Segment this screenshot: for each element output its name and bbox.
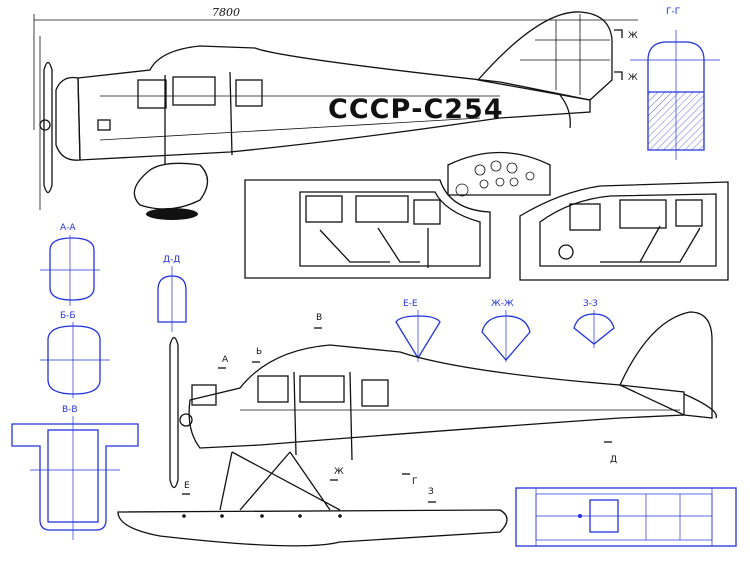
section-v-v: В-В [11, 405, 139, 540]
svg-text:Д-Д: Д-Д [163, 255, 180, 265]
section-d-d: Д-Д [157, 255, 187, 332]
svg-text:Е-Е: Е-Е [403, 299, 418, 309]
seat [319, 229, 390, 263]
hatch [97, 119, 111, 131]
section-zh-zh: Ж-Ж [481, 299, 531, 362]
section-z-z: З-З [573, 299, 615, 348]
propeller-hub [179, 413, 193, 427]
propeller-blade [43, 61, 53, 194]
svg-text:З-З: З-З [583, 299, 598, 309]
seat [600, 225, 661, 263]
svg-text:Ь: Ь [256, 347, 262, 357]
seaplane-side-view [117, 311, 718, 547]
wheel-fairing [133, 162, 209, 210]
svg-text:Ж: Ж [334, 467, 344, 477]
svg-text:Ж: Ж [628, 31, 638, 41]
seat [377, 227, 420, 263]
section-e-e: Е-Е [395, 299, 441, 362]
svg-text:А-А: А-А [60, 223, 76, 233]
overall-length-dimension: 7800 [33, 6, 638, 210]
svg-text:Ж: Ж [628, 73, 638, 83]
section-outline [647, 41, 705, 151]
cabin-cutaway-right [519, 181, 729, 281]
svg-text:Г: Г [412, 477, 418, 487]
svg-text:Е: Е [184, 481, 190, 491]
registration-marking: СССР-С254 [328, 94, 504, 125]
svg-text:В: В [316, 313, 322, 323]
section-g-g: Г-Г [630, 7, 720, 160]
cabin-window [137, 79, 167, 109]
seaplane-cut-markers: А Ь В Г Д Е Ж З [182, 313, 617, 503]
section-marks-top: Ж Ж [614, 29, 638, 83]
cabin-window [361, 379, 389, 407]
engine [191, 384, 217, 406]
float-plan-view [515, 487, 737, 547]
landplane-side-view: СССР-С254 [39, 11, 613, 220]
instrument-panel [447, 151, 551, 197]
propeller-hub [39, 119, 51, 131]
svg-text:В-В: В-В [62, 405, 78, 415]
cabin-window [299, 375, 345, 403]
svg-text:Д: Д [610, 455, 617, 465]
seat [640, 227, 701, 263]
cabin-cutaway-left [244, 179, 491, 279]
cabin-window [172, 76, 216, 106]
svg-text:А: А [222, 355, 229, 365]
tail-fin [476, 11, 613, 101]
svg-text:Б-Б: Б-Б [60, 311, 76, 321]
section-label-g: Г-Г [666, 7, 680, 17]
fuselage [77, 45, 591, 161]
tail-fin [619, 311, 713, 419]
svg-text:Ж-Ж: Ж-Ж [491, 299, 514, 309]
tail-skid [559, 94, 571, 129]
propeller-blade [169, 336, 179, 489]
cabin-window [257, 375, 289, 403]
section-b-b: Б-Б [40, 311, 110, 398]
svg-text:З: З [428, 487, 434, 497]
wheel [146, 208, 198, 220]
section-a-a: А-А [40, 223, 100, 306]
fuselage [188, 344, 685, 449]
length-dimension-value: 7800 [212, 6, 240, 19]
float-struts [219, 451, 341, 511]
engine-cowling [55, 76, 81, 161]
seaplane-float [117, 509, 508, 547]
cabin-window [235, 79, 263, 107]
